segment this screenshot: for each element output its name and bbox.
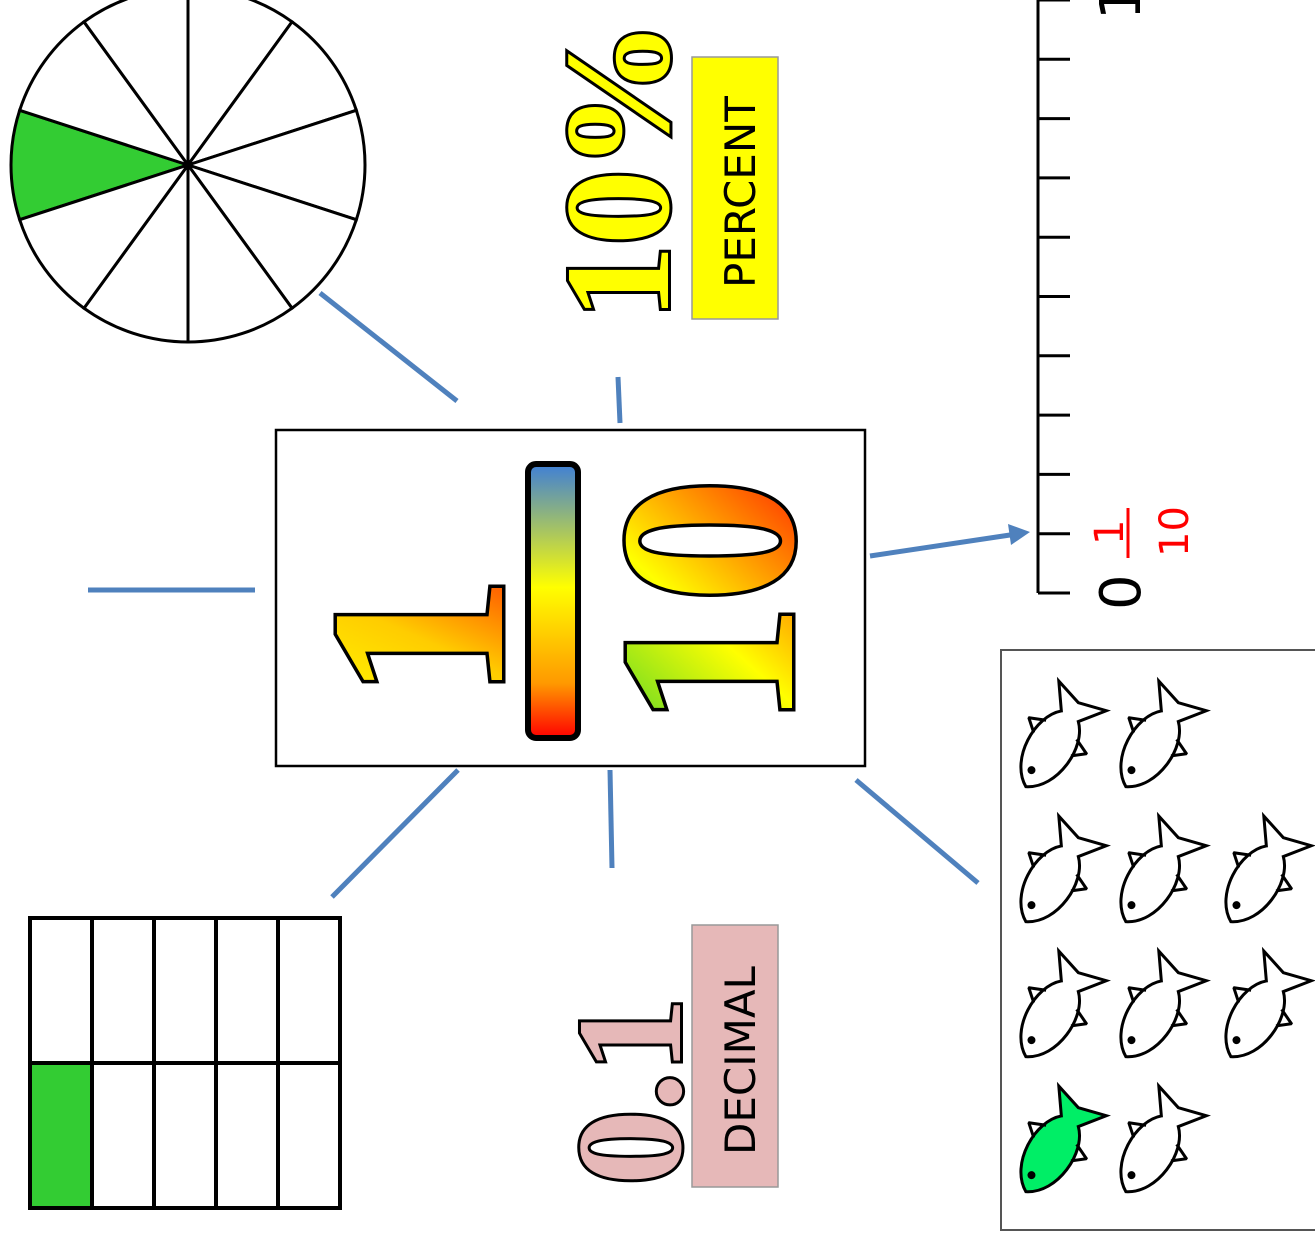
connector-fish bbox=[854, 778, 980, 885]
connector-decimal bbox=[607, 769, 615, 869]
center-numerator: 1 bbox=[280, 575, 557, 700]
number-line: 0 1 1 10 bbox=[1036, 0, 1198, 610]
percent-group: 10% PERCENT bbox=[532, 17, 779, 323]
grid-cell bbox=[90, 1061, 156, 1210]
percent-label: PERCENT bbox=[716, 96, 765, 288]
decimal-group: 0.1 DECIMAL bbox=[544, 924, 779, 1188]
pie-slice bbox=[184, 162, 359, 311]
grid-cell bbox=[276, 916, 342, 1065]
fraction-pie bbox=[9, 0, 367, 344]
center-fraction-card: 1 10 bbox=[274, 428, 867, 768]
fraction-grid bbox=[28, 916, 342, 1210]
connectors bbox=[88, 291, 1030, 899]
marker-denominator: 10 bbox=[1152, 506, 1198, 557]
fraction-bar bbox=[525, 461, 581, 741]
connector-numberline bbox=[869, 532, 1011, 559]
pie-slice bbox=[9, 108, 193, 222]
grid-cell bbox=[28, 1061, 94, 1210]
pie-slice bbox=[183, 108, 367, 222]
grid-cell bbox=[214, 1061, 280, 1210]
grid-cell bbox=[152, 916, 218, 1065]
center-denominator: 10 bbox=[570, 478, 847, 728]
pie-slice bbox=[186, 160, 295, 344]
pie-slice bbox=[184, 19, 359, 168]
pie-slice bbox=[17, 162, 192, 311]
grid-cell bbox=[276, 1061, 342, 1210]
connector-grid bbox=[330, 768, 460, 899]
connector-pie bbox=[318, 291, 459, 403]
decimal-value: 0.1 bbox=[547, 998, 713, 1186]
decimal-label-box bbox=[691, 924, 779, 1188]
marker-numerator: 1 bbox=[1087, 520, 1133, 545]
pie-slice bbox=[81, 160, 190, 344]
grid-cell bbox=[28, 916, 94, 1065]
fish-set bbox=[995, 649, 1315, 1231]
grid-cell bbox=[152, 1061, 218, 1210]
connector-percent bbox=[615, 376, 623, 424]
pie-slice bbox=[81, 0, 190, 170]
grid-cell bbox=[214, 916, 280, 1065]
arrowhead-icon bbox=[1008, 524, 1030, 545]
pie-slice bbox=[17, 19, 192, 168]
percent-label-box bbox=[691, 56, 779, 320]
grid-cell bbox=[90, 916, 156, 1065]
number-line-start: 0 bbox=[1089, 574, 1154, 610]
percent-value: 10% bbox=[535, 20, 701, 320]
pie-slice bbox=[186, 0, 295, 170]
decimal-label: DECIMAL bbox=[716, 965, 765, 1155]
number-line-end: 1 bbox=[1089, 0, 1154, 20]
